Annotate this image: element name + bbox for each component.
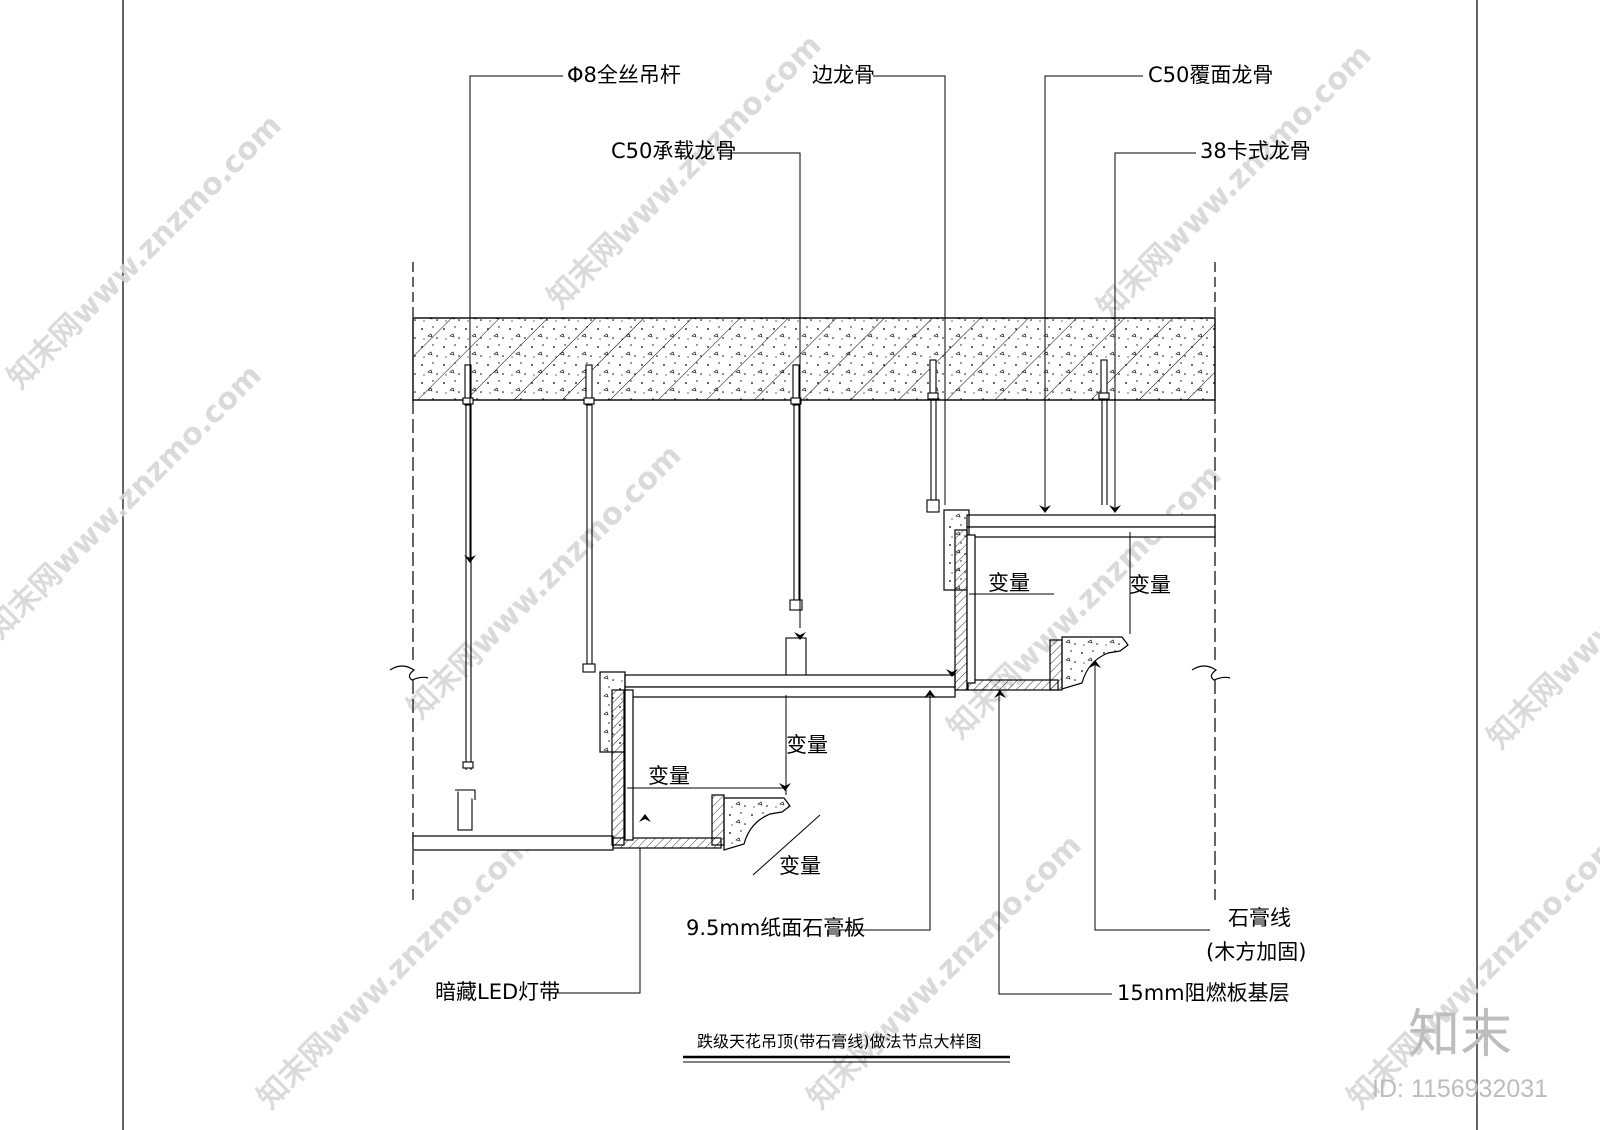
label-led-strip: 暗藏LED灯带 bbox=[435, 980, 560, 1004]
drawing-title: 跌级天花吊顶(带石膏线)做法节点大样图 bbox=[697, 1032, 982, 1051]
arrow-markers bbox=[464, 505, 1121, 822]
label-plaster-line-note: (木方加固) bbox=[1206, 940, 1306, 964]
concrete-slab bbox=[412, 317, 1216, 401]
label-gypsum-board: 9.5mm纸面石膏板 bbox=[686, 916, 865, 940]
watermark-text: 知末网www.znzmo.com bbox=[1, 108, 289, 396]
brand-watermark-logo: 知末 bbox=[1408, 1005, 1512, 1065]
label-variable: 变量 bbox=[1129, 573, 1171, 597]
watermark-text: 知末网www.znzmo.com bbox=[801, 828, 1089, 1116]
ceiling-boards bbox=[412, 514, 1216, 851]
watermark-text: 知末网www.znzmo.com bbox=[0, 358, 269, 646]
label-variable: 变量 bbox=[779, 854, 821, 878]
dimension-lines bbox=[627, 532, 1131, 876]
label-main-keel: C50承载龙骨 bbox=[611, 139, 736, 163]
hanger-rods bbox=[455, 359, 1110, 831]
watermark-text: 知末网www.znzmo.com bbox=[251, 828, 539, 1116]
label-hanger-rod: Φ8全丝吊杆 bbox=[567, 63, 681, 87]
label-variable: 变量 bbox=[988, 571, 1030, 595]
watermark-text: 知末网www.znzmo.com bbox=[941, 458, 1229, 746]
break-lines bbox=[389, 262, 1231, 900]
label-clip-keel: 38卡式龙骨 bbox=[1200, 139, 1311, 163]
leader-lines bbox=[469, 75, 1210, 995]
label-variable: 变量 bbox=[648, 764, 690, 788]
brand-watermark-id: ID: 1156932031 bbox=[1372, 1075, 1548, 1103]
plaster-crown-moulding bbox=[723, 636, 1129, 851]
label-plaster-line: 石膏线 bbox=[1228, 906, 1291, 930]
label-cover-keel: C50覆面龙骨 bbox=[1148, 63, 1273, 87]
watermark-text: 知末网www.znzmo.com bbox=[1341, 828, 1600, 1116]
label-variable: 变量 bbox=[786, 733, 828, 757]
watermark-text: 知末网www.znzmo.com bbox=[1481, 468, 1600, 756]
label-fire-board: 15mm阻燃板基层 bbox=[1117, 981, 1290, 1005]
label-edge-keel: 边龙骨 bbox=[812, 63, 875, 87]
